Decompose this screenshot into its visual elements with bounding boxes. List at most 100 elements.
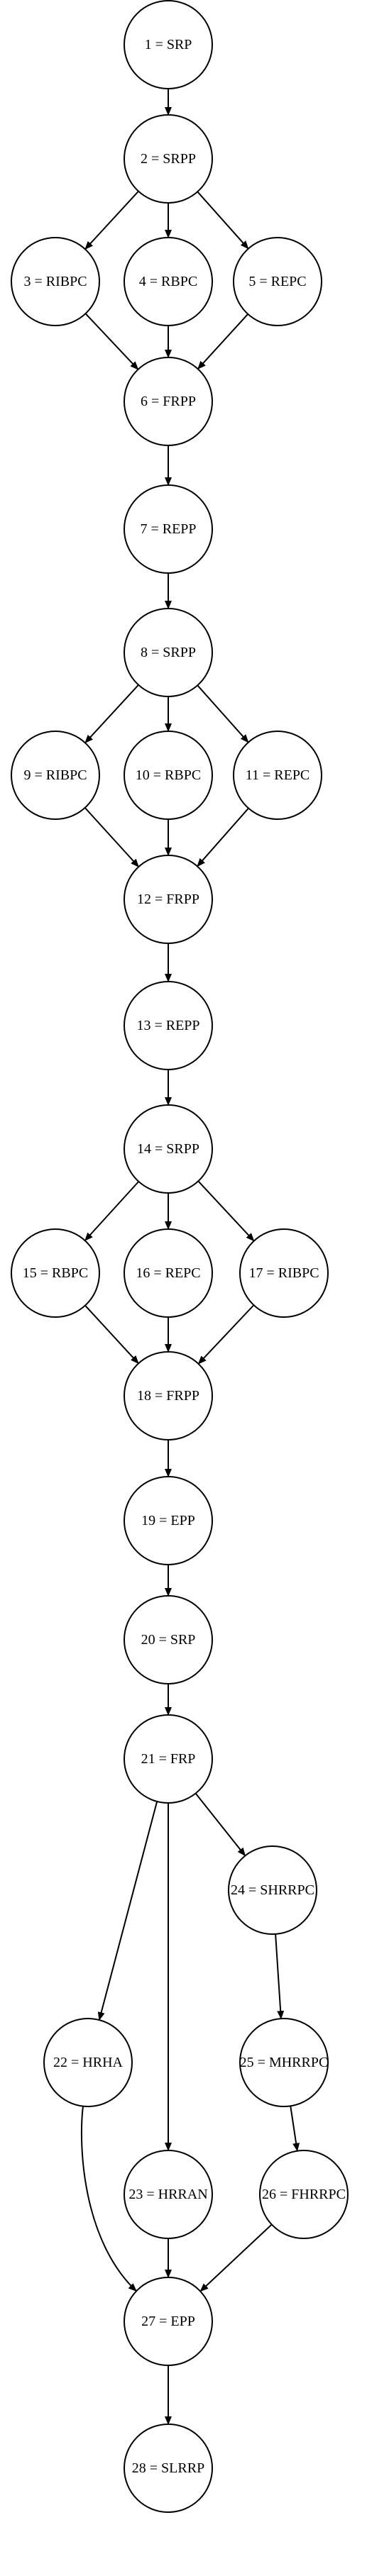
node-circle bbox=[124, 731, 213, 820]
node-25: 25 = MHRRPC bbox=[239, 2018, 329, 2107]
node-label: 25 = MHRRPC bbox=[240, 2055, 329, 2070]
node-label: 21 = FRP bbox=[141, 1751, 196, 1767]
edge-14-17 bbox=[197, 1180, 255, 1242]
node-circle bbox=[124, 1104, 213, 1194]
node-circle bbox=[233, 237, 322, 326]
edge-17-18 bbox=[197, 1304, 255, 1365]
node-4: 4 = RBPC bbox=[124, 237, 213, 326]
node-circle bbox=[124, 981, 213, 1070]
node-circle bbox=[124, 1595, 213, 1684]
node-circle bbox=[239, 2018, 329, 2107]
edge-22-27 bbox=[80, 2106, 137, 2292]
node-label: 27 = EPP bbox=[141, 2314, 195, 2329]
node-13: 13 = REPP bbox=[124, 981, 213, 1070]
node-label: 16 = REPC bbox=[136, 1265, 200, 1281]
edge-11-12 bbox=[197, 807, 249, 867]
node-circle bbox=[124, 608, 213, 697]
node-24: 24 = SHRRPC bbox=[228, 1845, 317, 1935]
node-label: 18 = FRPP bbox=[137, 1388, 199, 1404]
node-27: 27 = EPP bbox=[124, 2277, 213, 2366]
node-label: 7 = REPP bbox=[140, 521, 196, 537]
node-20: 20 = SRP bbox=[124, 1595, 213, 1684]
edge-21-24 bbox=[195, 1792, 246, 1857]
node-label: 24 = SHRRPC bbox=[231, 1882, 314, 1898]
node-label: 6 = FRPP bbox=[141, 394, 196, 409]
edge-25-26 bbox=[290, 2106, 300, 2152]
node-17: 17 = RIBPC bbox=[239, 1228, 329, 1318]
edge-2-5 bbox=[197, 191, 249, 250]
edge-24-25 bbox=[275, 1933, 285, 2020]
node-label: 23 = HRRAN bbox=[128, 2187, 207, 2202]
node-label: 2 = SRPP bbox=[141, 151, 196, 167]
node-circle bbox=[124, 237, 213, 326]
node-label: 17 = RIBPC bbox=[248, 1265, 319, 1281]
node-label: 13 = REPP bbox=[136, 1018, 199, 1033]
node-label: 19 = EPP bbox=[141, 1513, 195, 1528]
node-label: 9 = RIBPC bbox=[23, 767, 87, 783]
edge-2-3 bbox=[84, 190, 139, 250]
node-10: 10 = RBPC bbox=[124, 731, 213, 820]
node-label: 28 = SLRRP bbox=[132, 2460, 204, 2476]
node-22: 22 = HRHA bbox=[43, 2018, 133, 2107]
node-circle bbox=[124, 855, 213, 944]
node-2: 2 = SRPP bbox=[124, 114, 213, 204]
edge-26-27 bbox=[199, 2224, 273, 2292]
node-circle bbox=[239, 1228, 329, 1318]
node-16: 16 = REPC bbox=[124, 1228, 213, 1318]
node-label: 4 = RBPC bbox=[139, 274, 197, 289]
edge-9-12 bbox=[84, 807, 140, 867]
node-label: 12 = FRPP bbox=[137, 892, 199, 907]
node-circle bbox=[228, 1845, 317, 1935]
node-6: 6 = FRPP bbox=[124, 357, 213, 446]
edge-21-22 bbox=[97, 1801, 158, 2021]
node-label: 8 = SRPP bbox=[141, 645, 196, 660]
node-circle bbox=[259, 2150, 349, 2239]
node-circle bbox=[124, 1476, 213, 1565]
node-circle bbox=[124, 1351, 213, 1440]
node-7: 7 = REPP bbox=[124, 484, 213, 574]
node-circle bbox=[124, 0, 213, 89]
edge-15-18 bbox=[84, 1304, 139, 1365]
node-circle bbox=[124, 1714, 213, 1804]
node-26: 26 = FHRRPC bbox=[259, 2150, 349, 2239]
node-12: 12 = FRPP bbox=[124, 855, 213, 944]
node-circle bbox=[43, 2018, 133, 2107]
node-circle bbox=[124, 114, 213, 204]
node-label: 20 = SRP bbox=[141, 1632, 196, 1648]
node-circle bbox=[11, 731, 100, 820]
node-label: 10 = RBPC bbox=[136, 767, 201, 783]
node-11: 11 = REPC bbox=[233, 731, 322, 820]
node-label: 1 = SRP bbox=[145, 37, 192, 52]
node-1: 1 = SRP bbox=[124, 0, 213, 89]
node-circle bbox=[124, 2424, 213, 2513]
node-3: 3 = RIBPC bbox=[11, 237, 100, 326]
node-9: 9 = RIBPC bbox=[11, 731, 100, 820]
edge-8-9 bbox=[84, 684, 139, 744]
node-circle bbox=[124, 357, 213, 446]
node-15: 15 = RBPC bbox=[11, 1228, 100, 1318]
node-circle bbox=[233, 731, 322, 820]
edge-14-15 bbox=[84, 1181, 140, 1241]
node-label: 22 = HRHA bbox=[53, 2055, 124, 2070]
node-circle bbox=[11, 1228, 100, 1318]
node-label: 15 = RBPC bbox=[23, 1265, 88, 1281]
node-circle bbox=[124, 1228, 213, 1318]
node-circle bbox=[124, 484, 213, 574]
edge-3-6 bbox=[84, 313, 139, 370]
edge-8-11 bbox=[197, 684, 249, 743]
node-5: 5 = REPC bbox=[233, 237, 322, 326]
edges bbox=[80, 89, 300, 2425]
node-circle bbox=[124, 2150, 213, 2239]
node-label: 5 = REPC bbox=[248, 274, 306, 289]
node-circle bbox=[124, 2277, 213, 2366]
node-circle bbox=[11, 237, 100, 326]
node-14: 14 = SRPP bbox=[124, 1104, 213, 1194]
node-8: 8 = SRPP bbox=[124, 608, 213, 697]
node-18: 18 = FRPP bbox=[124, 1351, 213, 1440]
edge-5-6 bbox=[197, 313, 248, 370]
node-label: 3 = RIBPC bbox=[23, 274, 87, 289]
node-19: 19 = EPP bbox=[124, 1476, 213, 1565]
nodes: 1 = SRP 2 = SRPP 3 = RIBPC 4 = RBPC 5 = REPC… bbox=[11, 0, 349, 2513]
node-21: 21 = FRP bbox=[124, 1714, 213, 1804]
